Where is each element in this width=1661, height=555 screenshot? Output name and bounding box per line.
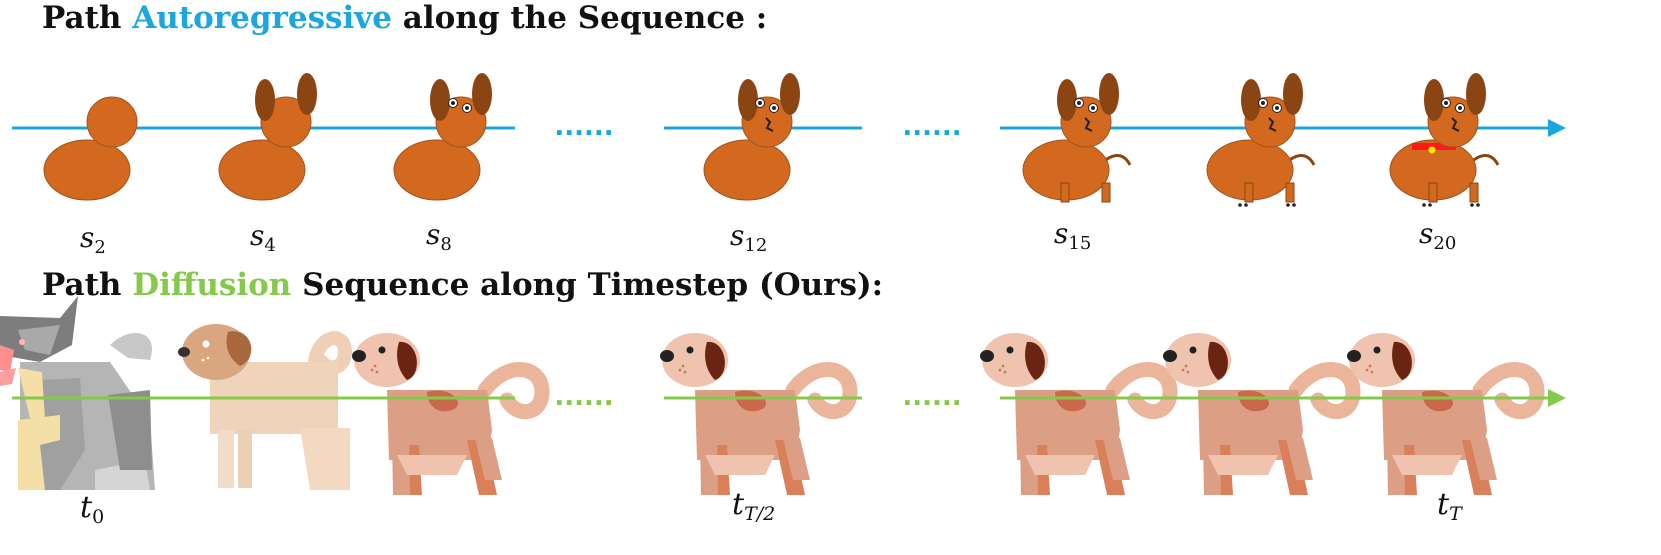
label-s2: s2 bbox=[80, 221, 106, 258]
cartoon-stage-s2 bbox=[43, 96, 138, 201]
cartoon-stage-s15 bbox=[1022, 73, 1132, 203]
diffusion-stage-5 bbox=[980, 333, 1170, 495]
diffusion-stage-t-half bbox=[660, 333, 850, 495]
label-s4: s4 bbox=[250, 219, 276, 256]
timestep-ellipsis-2: ...... bbox=[902, 382, 961, 412]
label-s15: s15 bbox=[1054, 217, 1091, 254]
diffusion-stage-t-final bbox=[1347, 333, 1537, 495]
diffusion-highlight: Diffusion bbox=[132, 267, 292, 303]
autoregressive-highlight: Autoregressive bbox=[132, 0, 393, 36]
diffusion-stage-6 bbox=[1163, 333, 1353, 495]
diffusion-stage-t0 bbox=[0, 296, 155, 490]
label-t0: t0 bbox=[80, 490, 104, 528]
timestep-ellipsis-1: ...... bbox=[554, 382, 613, 412]
sequence-ellipsis-1: ...... bbox=[554, 112, 613, 142]
cartoon-stage-s4 bbox=[218, 73, 317, 201]
label-t-final: tT bbox=[1437, 487, 1463, 525]
sequence-arrowhead bbox=[1548, 119, 1566, 137]
sequence-labels: s2 s4 s8 s12 s15 s20 bbox=[80, 217, 1456, 258]
cartoon-stage-s20 bbox=[1389, 73, 1500, 207]
label-s20: s20 bbox=[1419, 217, 1456, 254]
diffusion-heading: Path Diffusion Sequence along Timestep (… bbox=[42, 267, 884, 303]
label-t-half: tT/2 bbox=[732, 487, 775, 525]
timestep-labels: t0 tT/2 tT bbox=[80, 487, 1463, 528]
collar-tag bbox=[1428, 146, 1436, 154]
cartoon-stage-intermediate bbox=[1206, 73, 1316, 207]
diffusion-stage-3 bbox=[352, 333, 542, 495]
cartoon-stage-s8 bbox=[393, 73, 492, 201]
label-s12: s12 bbox=[730, 219, 767, 256]
sequence-ellipsis-2: ...... bbox=[902, 112, 961, 142]
timestep-arrowhead bbox=[1548, 389, 1566, 407]
timestep-axis bbox=[12, 389, 1566, 407]
cartoon-stage-s12 bbox=[703, 73, 800, 201]
collar bbox=[1412, 143, 1456, 150]
diffusion-stage-2 bbox=[178, 324, 353, 490]
autoregressive-heading: Path Autoregressive along the Sequence : bbox=[42, 0, 768, 36]
label-s8: s8 bbox=[426, 218, 452, 255]
